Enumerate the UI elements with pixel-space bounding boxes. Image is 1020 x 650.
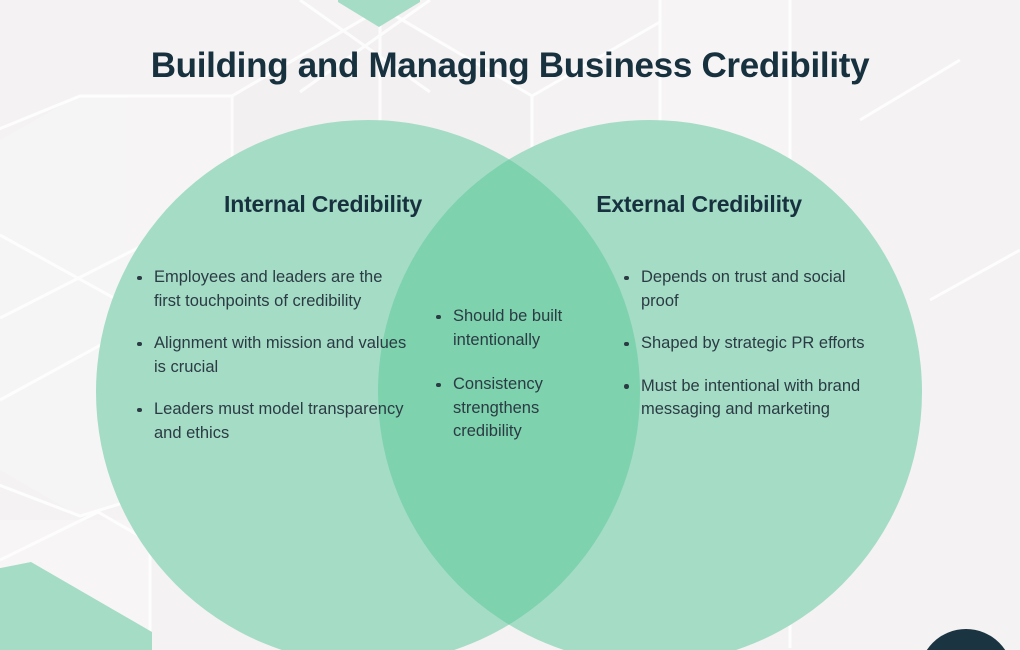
list-item: Employees and leaders are the first touc…	[135, 266, 407, 313]
bullet-dot-icon	[624, 275, 629, 280]
list-item: Alignment with mission and values is cru…	[135, 332, 407, 379]
bullet-dot-icon	[137, 407, 142, 412]
shared-credibility-bullets: Should be built intentionally Consistenc…	[434, 305, 596, 465]
list-item-label: Alignment with mission and values is cru…	[154, 334, 407, 376]
page-title: Building and Managing Business Credibili…	[150, 46, 870, 85]
list-item: Shaped by strategic PR efforts	[622, 332, 868, 356]
list-item: Leaders must model transparency and ethi…	[135, 398, 407, 445]
list-item-label: Leaders must model transparency and ethi…	[154, 400, 404, 442]
bullet-dot-icon	[436, 382, 441, 387]
list-item: Depends on trust and social proof	[622, 266, 868, 313]
bullet-dot-icon	[624, 384, 629, 389]
list-item: Should be built intentionally	[434, 305, 596, 352]
internal-credibility-bullets: Employees and leaders are the first touc…	[135, 266, 407, 445]
bullet-dot-icon	[624, 341, 629, 346]
list-item-label: Shaped by strategic PR efforts	[641, 334, 865, 352]
external-credibility-bullets: Depends on trust and social proof Shaped…	[622, 266, 868, 422]
external-credibility-heading: External Credibility	[596, 191, 802, 217]
list-item: Must be intentional with brand messaging…	[622, 375, 868, 422]
internal-credibility-heading: Internal Credibility	[224, 191, 422, 217]
list-item: Consistency strengthens credibility	[434, 373, 596, 444]
list-item-label: Must be intentional with brand messaging…	[641, 376, 861, 419]
bullet-dot-icon	[137, 275, 142, 280]
list-item-label: Depends on trust and social proof	[641, 268, 846, 310]
bullet-dot-icon	[436, 314, 441, 319]
list-item-label: Consistency strengthens credibility	[453, 375, 543, 440]
list-item-label: Employees and leaders are the first touc…	[154, 268, 383, 310]
list-item-label: Should be built intentionally	[453, 307, 563, 349]
bullet-dot-icon	[137, 341, 142, 346]
